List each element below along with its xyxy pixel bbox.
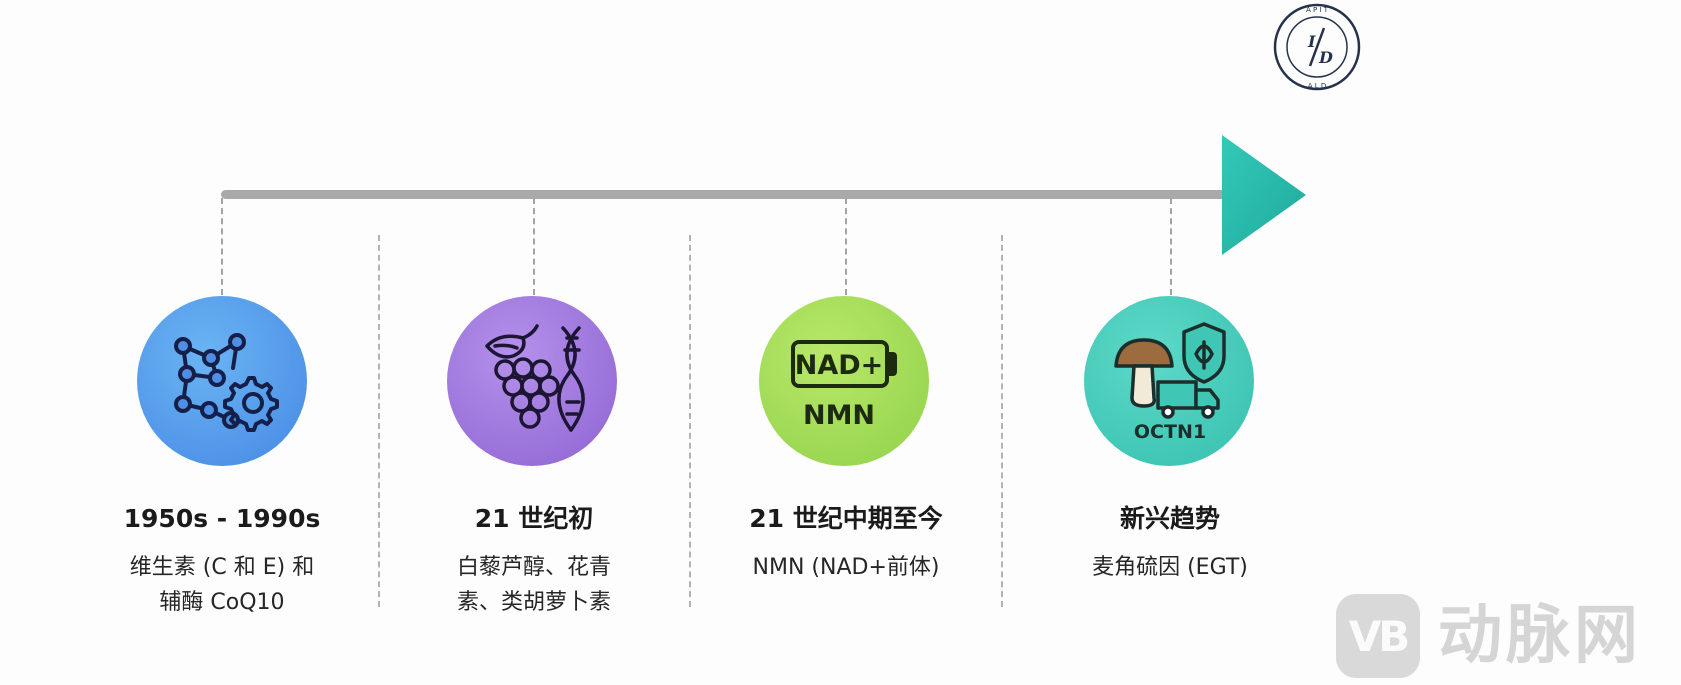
battery-caption: NMN: [803, 400, 875, 431]
era-circle-4: OCTN1: [1084, 296, 1254, 466]
timeline-axis: [221, 190, 1233, 199]
battery-nad-icon: NAD+ NMN: [791, 340, 897, 431]
era-desc-2-line-2: 素、类胡萝卜素: [456, 590, 611, 615]
battery-label: NAD+: [795, 350, 884, 381]
era-desc-1-line-2: 辅酶 CoQ10: [159, 590, 285, 615]
brand-logo: A P I T A L D I D: [1273, 3, 1361, 91]
octn1-label: OCTN1: [1134, 421, 1206, 443]
era-title-2: 21 世纪初: [474, 504, 594, 533]
era-desc-2: 白藜芦醇、花青 素、类胡萝卜素: [389, 550, 679, 620]
svg-text:D: D: [1318, 48, 1333, 67]
era-desc-4-line-1: 麦角硫因 (EGT): [1092, 555, 1248, 580]
era-circle-3: NAD+ NMN: [759, 296, 929, 466]
connector-2: [533, 198, 535, 295]
era-title-3: 21 世纪中期至今: [749, 504, 943, 533]
mushroom-shield-truck-icon: OCTN1: [1114, 322, 1226, 443]
connector-4: [1170, 198, 1172, 295]
era-block-3: 21 世纪中期至今 NMN (NAD+前体): [701, 502, 991, 585]
svg-text:I: I: [1307, 32, 1316, 51]
era-divider-3: [1001, 235, 1003, 607]
svg-text:A P I T: A P I T: [1306, 6, 1329, 14]
timeline-arrowhead: [1222, 135, 1306, 255]
era-circle-2: [447, 296, 617, 466]
watermark-badge-text: VB: [1348, 611, 1411, 661]
molecule-gear-icon: [174, 333, 279, 432]
era-block-1: 1950s - 1990s 维生素 (C 和 E) 和 辅酶 CoQ10: [77, 502, 367, 620]
era-circle-1: [137, 296, 307, 466]
connector-1: [221, 198, 223, 295]
era-block-4: 新兴趋势 麦角硫因 (EGT): [1025, 502, 1315, 585]
connector-3: [845, 198, 847, 295]
era-desc-2-line-1: 白藜芦醇、花青: [456, 555, 611, 580]
watermark-badge: VB: [1336, 594, 1420, 678]
era-desc-4: 麦角硫因 (EGT): [1025, 550, 1315, 585]
watermark: VB 动脉网: [1336, 594, 1676, 678]
era-title-4: 新兴趋势: [1119, 504, 1220, 533]
era-desc-1: 维生素 (C 和 E) 和 辅酶 CoQ10: [77, 550, 367, 620]
era-desc-1-line-1: 维生素 (C 和 E) 和: [129, 555, 315, 580]
era-divider-1: [378, 235, 380, 607]
era-title-1: 1950s - 1990s: [123, 504, 321, 533]
era-block-2: 21 世纪初 白藜芦醇、花青 素、类胡萝卜素: [389, 502, 679, 620]
era-divider-2: [689, 235, 691, 607]
grapes-dna-icon: [485, 324, 585, 432]
era-desc-3: NMN (NAD+前体): [701, 550, 991, 585]
watermark-text: 动脉网: [1438, 599, 1642, 673]
svg-text:A L D: A L D: [1308, 82, 1327, 90]
era-desc-3-line-1: NMN (NAD+前体): [752, 555, 940, 580]
